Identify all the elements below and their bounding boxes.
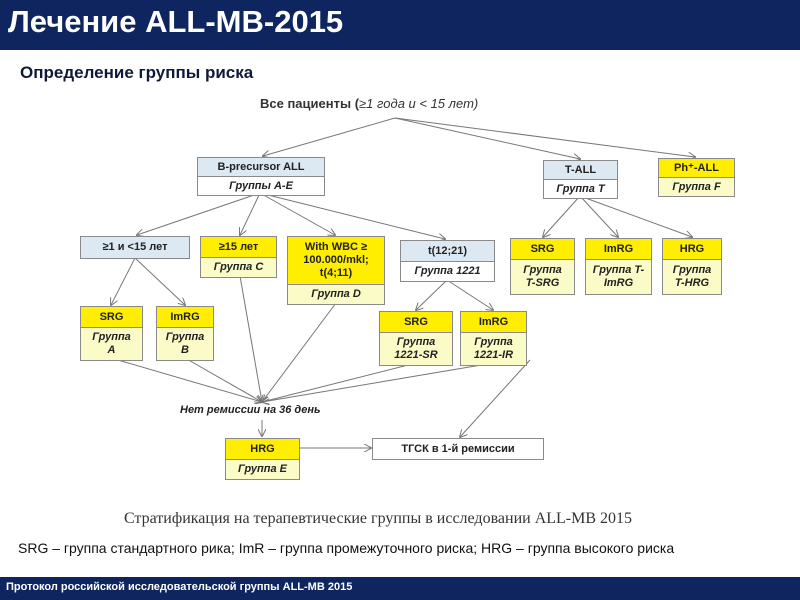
node-group: Группа 1221-SR: [380, 333, 452, 365]
node-title: ≥15 лет: [201, 237, 276, 258]
node-title: t(12;21): [401, 241, 494, 262]
node-title: SRG: [511, 239, 574, 260]
node-title: HRG: [226, 439, 299, 460]
node-t1221: t(12;21)Группа 1221: [400, 240, 495, 282]
node-group: Группа T: [544, 180, 617, 198]
no-remission-label: Нет ремиссии на 36 день: [180, 404, 321, 416]
header-bar: Лечение ALL-MB-2015: [0, 0, 800, 50]
root-label: Все пациенты (: [260, 96, 360, 111]
root-age-range: ≥1 года и < 15 лет): [359, 96, 479, 111]
node-title: ImRG: [157, 307, 213, 328]
abbreviation-legend: SRG – группа стандартного рика; ImR – гр…: [18, 540, 675, 556]
figure-caption: Стратификация на терапевтические группы …: [123, 510, 633, 527]
node-title: Ph⁺-ALL: [659, 159, 734, 178]
node-group: Группа T-SRG: [511, 260, 574, 294]
node-group: Группа T-HRG: [663, 260, 721, 294]
node-group: Группа B: [157, 328, 213, 360]
node-group: Группа C: [201, 258, 276, 277]
footer-text: Протокол российской исследовательской гр…: [6, 581, 353, 593]
node-group: Группа 1221: [401, 262, 494, 281]
node-title: ≥1 и <15 лет: [81, 237, 189, 258]
node-group: Группа T-ImRG: [586, 260, 651, 294]
node-age-1-15: ≥1 и <15 лет: [80, 236, 190, 259]
node-title: HRG: [663, 239, 721, 260]
node-title: SRG: [380, 312, 452, 333]
node-wbc: With WBC ≥ 100.000/mkl; t(4;11)Группа D: [287, 236, 385, 305]
node-group: Группы A-E: [198, 177, 324, 195]
root-all-patients: Все пациенты (≥1 года и < 15 лет): [260, 96, 478, 111]
section-subtitle: Определение группы риска: [20, 63, 254, 82]
node-group: Группа 1221-IR: [461, 333, 526, 365]
footer-bar: Протокол российской исследовательской гр…: [0, 577, 800, 600]
node-title: B-precursor ALL: [198, 158, 324, 177]
node-title: With WBC ≥ 100.000/mkl; t(4;11): [288, 237, 384, 285]
node-hsct: ТГСК в 1-й ремиссии: [372, 438, 544, 460]
node-group: Группа F: [659, 178, 734, 196]
node-group: Группа A: [81, 328, 142, 360]
node-title: SRG: [81, 307, 142, 328]
node-group: Группа D: [288, 285, 384, 304]
node-title: T-ALL: [544, 161, 617, 180]
node-title: ImRG: [586, 239, 651, 260]
node-group: Группа E: [226, 460, 299, 479]
node-title: ImRG: [461, 312, 526, 333]
slide-title: Лечение ALL-MB-2015: [8, 4, 344, 39]
